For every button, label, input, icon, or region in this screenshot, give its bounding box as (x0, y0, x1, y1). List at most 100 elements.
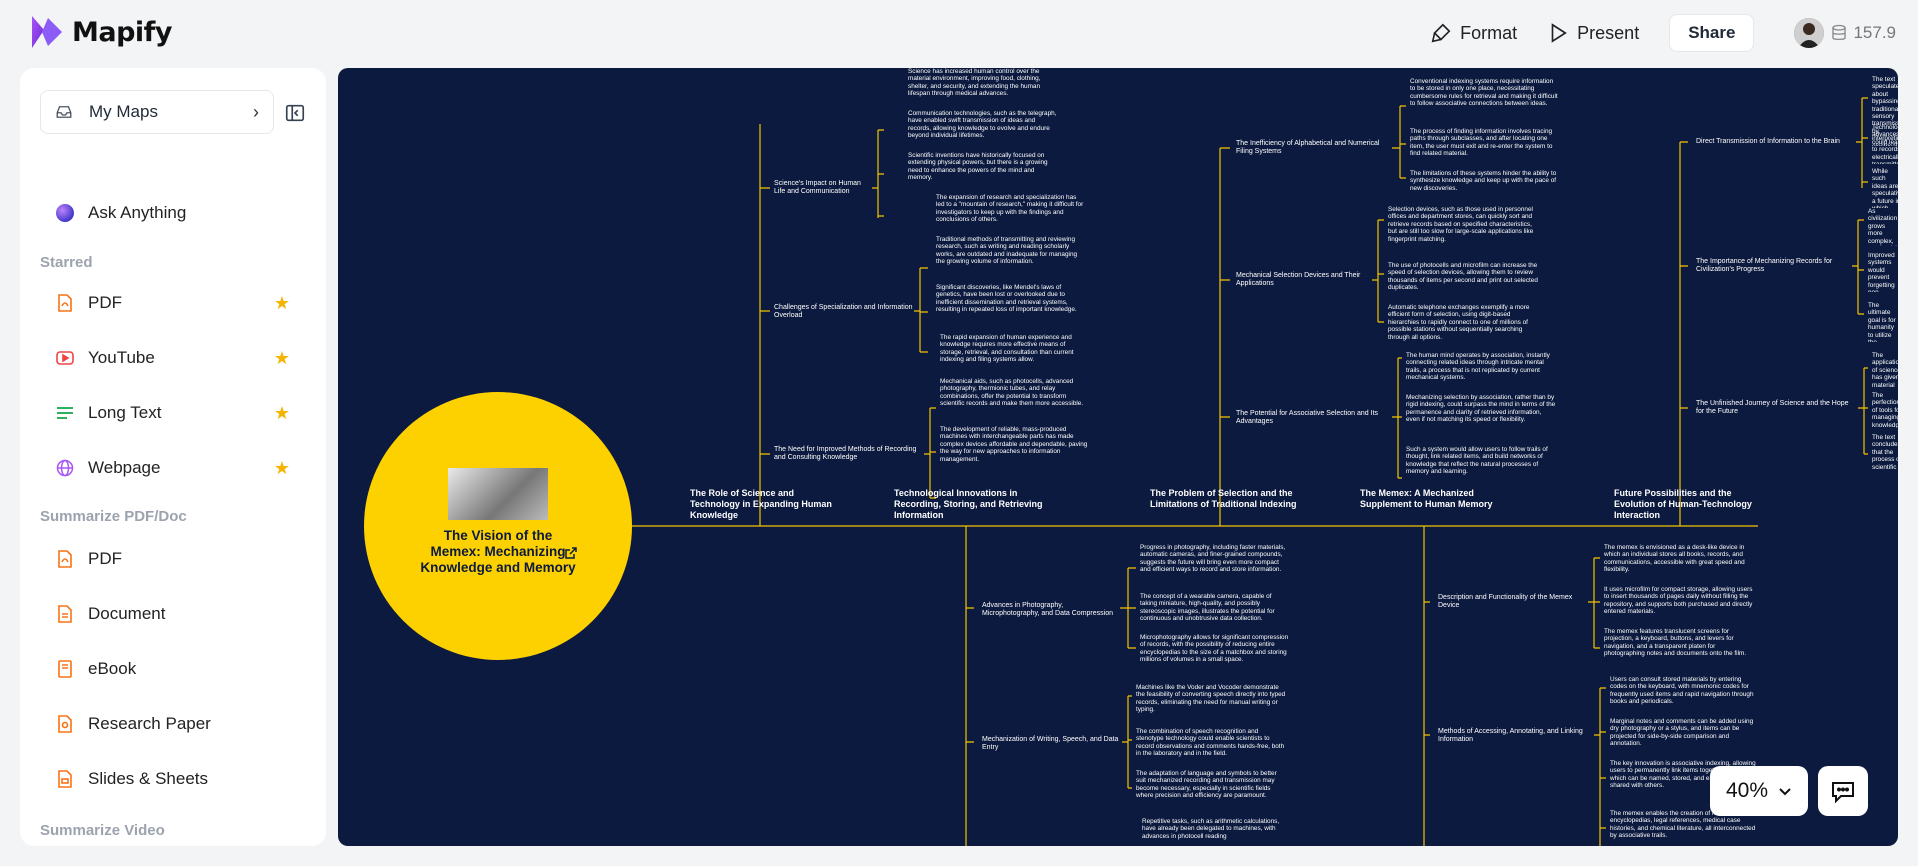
present-button[interactable]: Present (1547, 22, 1639, 44)
leaf-node[interactable]: The adaptation of language and symbols t… (1136, 770, 1277, 800)
leaf-node[interactable]: The human mind operates by association, … (1406, 352, 1550, 382)
leaf-node[interactable]: Repetitive tasks, such as arithmetic cal… (1142, 818, 1280, 840)
leaf-node[interactable]: Traditional methods of transmitting and … (936, 236, 1078, 266)
leaf-node[interactable]: Microphotography allows for significant … (1140, 634, 1289, 664)
leaf-node[interactable]: Mechanizing selection by association, ra… (1406, 394, 1556, 424)
sidebar-item-slides-sheets[interactable]: Slides & Sheets (56, 762, 290, 796)
leaf-node[interactable]: Technological advances could lead to rec… (1872, 124, 1898, 164)
leaf-node[interactable]: The memex is envisioned as a desk-like d… (1604, 544, 1745, 574)
leaf-node[interactable]: Communication technologies, such as the … (908, 110, 1057, 140)
leaf-node[interactable]: Users can consult stored materials by en… (1610, 676, 1754, 706)
mindmap-canvas[interactable]: The Vision of the Memex: Mechanizing Kno… (338, 68, 1898, 846)
leaf-node[interactable]: The text concludes that the process of s… (1872, 434, 1898, 470)
research-paper-icon (56, 715, 74, 733)
sidebar-item-starred-pdf[interactable]: PDF ★ (56, 286, 290, 320)
sidebar-item-label: Research Paper (88, 714, 211, 733)
leaf-node[interactable]: The application of science has given mat… (1872, 352, 1898, 388)
leaf-node[interactable]: It uses microfilm for compact storage, a… (1604, 586, 1753, 616)
leaf-node[interactable]: Science has increased human control over… (908, 68, 1041, 98)
sidebar-item-starred-long-text[interactable]: Long Text ★ (56, 396, 290, 430)
subtopic-node[interactable]: Challenges of Specialization and Informa… (774, 304, 913, 319)
leaf-node[interactable]: Progress in photography, including faste… (1140, 544, 1286, 574)
subtopic-node[interactable]: Advances in Photography, Microphotograph… (982, 602, 1113, 617)
branch-node[interactable]: The Memex: A Mechanized Supplement to Hu… (1360, 488, 1493, 509)
root-node[interactable]: The Vision of the Memex: Mechanizing Kno… (364, 392, 632, 660)
leaf-node[interactable]: Such a system would allow users to follo… (1406, 446, 1548, 476)
zoom-select[interactable]: 40% (1710, 766, 1808, 816)
root-thumbnail (448, 468, 548, 520)
leaf-node[interactable]: The concept of a wearable camera, capabl… (1140, 593, 1275, 623)
globe-icon (56, 459, 74, 477)
leaf-node[interactable]: The memex enables the creation of new fo… (1610, 810, 1756, 840)
play-icon (1551, 23, 1568, 43)
inbox-icon (56, 106, 72, 118)
sidebar-item-label: Webpage (88, 458, 161, 477)
leaf-node[interactable]: The limitations of these systems hinder … (1410, 170, 1557, 192)
leaf-node[interactable]: The ultimate goal is for humanity to uti… (1868, 302, 1896, 342)
paintbrush-icon (1431, 23, 1451, 43)
sidebar-item-pdf[interactable]: PDF (56, 542, 290, 576)
leaf-node[interactable]: The memex features translucent screens f… (1604, 628, 1747, 658)
credits-balance[interactable]: 157.9 (1830, 23, 1896, 43)
leaf-node[interactable]: The process of finding information invol… (1410, 128, 1553, 158)
sidebar-item-ebook[interactable]: eBook (56, 652, 290, 686)
leaf-node[interactable]: The perfection of tools for managing kno… (1872, 392, 1898, 428)
leaf-node[interactable]: Improved systems would prevent forgettin… (1868, 252, 1895, 292)
leaf-node[interactable]: Mechanical aids, such as photocells, adv… (940, 378, 1084, 408)
leaf-node[interactable]: Selection devices, such as those used in… (1388, 206, 1534, 243)
sidebar-item-research-paper[interactable]: Research Paper (56, 707, 290, 741)
leaf-node[interactable]: The text speculates about bypassing trad… (1872, 76, 1898, 146)
star-icon[interactable]: ★ (273, 402, 290, 423)
share-button[interactable]: Share (1669, 14, 1755, 52)
subtopic-node[interactable]: Science's Impact on Human Life and Commu… (774, 180, 861, 195)
leaf-node[interactable]: The combination of speech recognition an… (1136, 728, 1285, 758)
branch-node[interactable]: Technological Innovations in Recording, … (894, 488, 1043, 520)
leaf-node[interactable]: As civilization grows more complex, mech… (1868, 208, 1898, 246)
leaf-node[interactable]: Automatic telephone exchanges exemplify … (1388, 304, 1530, 341)
leaf-node[interactable]: Marginal notes and comments can be added… (1610, 718, 1754, 748)
leaf-node[interactable]: Conventional indexing systems require in… (1410, 78, 1558, 108)
leaf-node[interactable]: While such ideas are speculative, a futu… (1872, 168, 1898, 208)
subtopic-node[interactable]: Description and Functionality of the Mem… (1438, 594, 1573, 609)
leaf-node[interactable]: Scientific inventions have historically … (908, 152, 1048, 182)
subtopic-node[interactable]: The Importance of Mechanizing Records fo… (1696, 258, 1833, 273)
leaf-node[interactable]: The key innovation is associative indexi… (1610, 760, 1756, 790)
chevron-down-icon (1779, 788, 1791, 796)
leaf-node[interactable]: The rapid expansion of human experience … (940, 334, 1074, 364)
subtopic-node[interactable]: The Potential for Associative Selection … (1236, 410, 1379, 425)
subtopic-node[interactable]: The Need for Improved Methods of Recordi… (774, 446, 917, 461)
branch-node[interactable]: The Role of Science and Technology in Ex… (690, 488, 832, 520)
subtopic-node[interactable]: Mechanical Selection Devices and Their A… (1236, 272, 1361, 287)
format-button[interactable]: Format (1430, 22, 1517, 44)
leaf-node[interactable]: The use of photocells and microfilm can … (1388, 262, 1538, 292)
sidebar-item-ask-anything[interactable]: Ask Anything (56, 196, 290, 230)
branch-node[interactable]: The Problem of Selection and the Limitat… (1150, 488, 1297, 509)
star-icon[interactable]: ★ (273, 292, 290, 313)
leaf-node[interactable]: The expansion of research and specializa… (936, 194, 1084, 224)
app-logo[interactable]: Mapify (28, 14, 173, 50)
star-icon[interactable]: ★ (273, 457, 290, 478)
subtopic-node[interactable]: Methods of Accessing, Annotating, and Li… (1438, 728, 1583, 743)
star-icon[interactable]: ★ (273, 347, 290, 368)
subtopic-node[interactable]: The Unfinished Journey of Science and th… (1696, 400, 1849, 415)
subtopic-node[interactable]: Mechanization of Writing, Speech, and Da… (982, 736, 1119, 751)
leaf-node[interactable]: Machines like the Voder and Vocoder demo… (1136, 684, 1286, 714)
user-avatar-icon (1794, 18, 1825, 48)
sidebar-item-starred-webpage[interactable]: Webpage ★ (56, 451, 290, 485)
external-link-icon[interactable] (564, 546, 578, 560)
my-maps-button[interactable]: My Maps › (40, 90, 274, 134)
subtopic-node[interactable]: The Inefficiency of Alphabetical and Num… (1236, 140, 1380, 155)
leaf-node[interactable]: Significant discoveries, like Mendel's l… (936, 284, 1077, 314)
youtube-icon (56, 349, 74, 367)
avatar[interactable] (1794, 18, 1825, 48)
collapse-sidebar-icon[interactable] (284, 102, 306, 124)
root-title: The Vision of the Memex: Mechanizing Kno… (420, 528, 576, 575)
chat-button[interactable] (1818, 766, 1868, 816)
sidebar-item-document[interactable]: Document (56, 597, 290, 631)
leaf-node[interactable]: The development of reliable, mass-produc… (940, 426, 1088, 463)
summarize-doc-header: Summarize PDF/Doc (40, 508, 187, 525)
subtopic-node[interactable]: Direct Transmission of Information to th… (1696, 138, 1840, 145)
sidebar-item-starred-youtube[interactable]: YouTube ★ (56, 341, 290, 375)
branch-node[interactable]: Future Possibilities and the Evolution o… (1614, 488, 1752, 520)
connector-lines (630, 97, 1868, 846)
